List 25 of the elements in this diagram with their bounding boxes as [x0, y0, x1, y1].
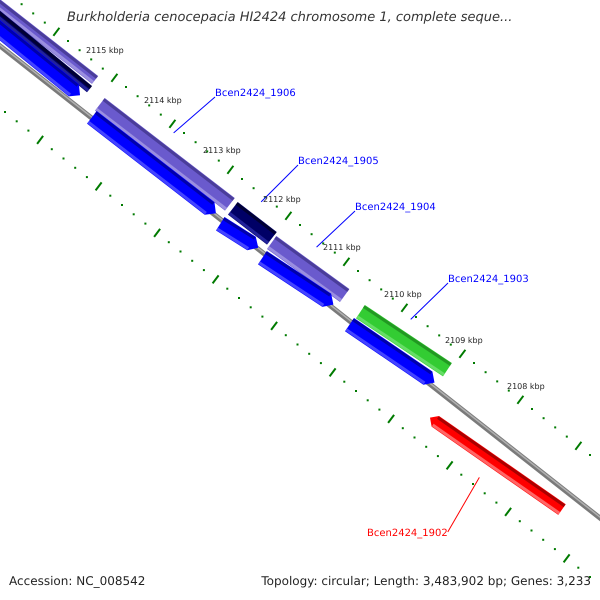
leader-line — [260, 164, 298, 202]
position-label: 2112 kbp — [263, 195, 301, 204]
gene-label: Bcen2424_1903 — [448, 274, 529, 285]
leader-line — [316, 210, 356, 248]
position-label: 2108 kbp — [507, 382, 545, 391]
gene-label: Bcen2424_1904 — [355, 202, 436, 213]
accession-text: Accession: NC_008542 — [9, 574, 146, 588]
position-label: 2113 kbp — [203, 146, 241, 155]
title: Burkholderia cenocepacia HI2424 chromosome 1, complete seque... — [67, 10, 512, 25]
pointed-gene-block — [345, 318, 435, 386]
summary-text: Topology: circular; Length: 3,483,902 bp; Genes: 3,233 — [261, 574, 591, 588]
position-label: 2111 kbp — [323, 243, 361, 252]
position-label: 2114 kbp — [144, 96, 182, 105]
gene-label: Bcen2424_1902 — [367, 528, 448, 539]
position-label: 2109 kbp — [445, 336, 483, 345]
gene-label: Bcen2424_1906 — [215, 88, 296, 99]
position-label: 2110 kbp — [384, 290, 422, 299]
leader-line — [447, 476, 480, 532]
pointed-gene-block — [258, 251, 333, 308]
position-label: 2115 kbp — [86, 46, 124, 55]
pointed-gene-block — [216, 217, 258, 250]
leader-line — [410, 282, 448, 320]
leader-line — [173, 96, 216, 134]
gene-label: Bcen2424_1905 — [298, 156, 379, 167]
pointed-gene-block — [430, 416, 566, 516]
